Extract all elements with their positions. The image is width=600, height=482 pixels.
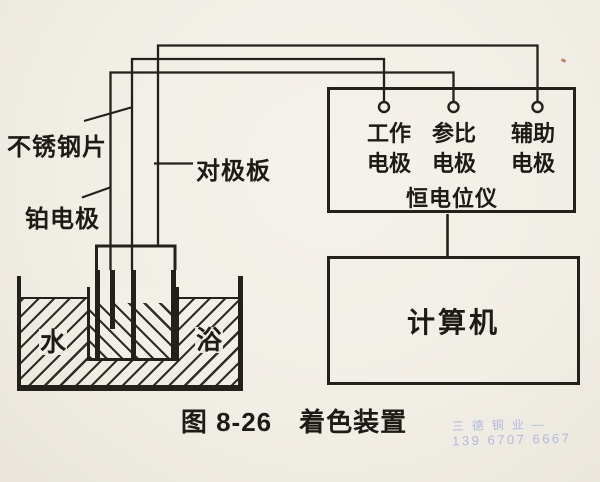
terminal-auxiliary-circle bbox=[531, 100, 544, 114]
tank-left-wall bbox=[16, 276, 21, 390]
tank-bottom bbox=[16, 385, 243, 391]
terminal-reference-line2: 电极 bbox=[431, 151, 477, 176]
terminal-auxiliary-line1: 辅助 bbox=[510, 121, 556, 146]
beaker-bottom bbox=[87, 357, 179, 362]
computer-box: 计算机 bbox=[327, 256, 580, 385]
terminal-working-line1: 工作 bbox=[366, 121, 412, 146]
terminal-label-auxiliary: 辅助 电极 bbox=[511, 119, 555, 179]
wire-auxiliary bbox=[156, 44, 539, 246]
potentiostat-box bbox=[327, 87, 576, 213]
label-platinum-electrode: 铂电极 bbox=[25, 206, 100, 233]
figure-caption: 图 8-26 着色装置 bbox=[180, 407, 408, 437]
tank-right-wall bbox=[237, 276, 243, 390]
counter-plate-left-bar bbox=[95, 269, 100, 359]
terminal-label-working: 工作 电极 bbox=[367, 119, 411, 179]
leader-stainless-steel bbox=[83, 106, 132, 123]
leader-platinum bbox=[81, 186, 111, 199]
terminal-working-line2: 电极 bbox=[366, 151, 412, 176]
watermark: 三德铜业— 139 6707 6667 bbox=[452, 417, 572, 449]
label-bath: 浴 bbox=[195, 325, 224, 355]
counter-plate-bracket bbox=[95, 244, 177, 270]
platinum-electrode-bar bbox=[109, 269, 115, 329]
label-stainless-steel: 不锈钢片 bbox=[7, 134, 107, 161]
stainless-steel-bar bbox=[131, 269, 136, 359]
label-water: 水 bbox=[39, 327, 68, 357]
beaker-left-wall bbox=[87, 286, 90, 361]
watermark-phone: 139 6707 6667 bbox=[451, 430, 572, 449]
terminal-reference-line1: 参比 bbox=[431, 121, 477, 146]
terminal-reference-circle bbox=[447, 100, 460, 114]
wire-working bbox=[130, 57, 386, 270]
computer-label: 计算机 bbox=[406, 306, 500, 338]
terminal-auxiliary-line2: 电极 bbox=[510, 151, 556, 176]
counter-plate-right-bar bbox=[170, 269, 176, 358]
terminal-working-circle bbox=[377, 100, 391, 114]
beaker-right-wall bbox=[176, 286, 179, 361]
terminal-label-reference: 参比 电极 bbox=[432, 119, 476, 179]
potentiostat-name: 恒电位仪 bbox=[405, 186, 499, 211]
label-counter-plate: 对极板 bbox=[196, 158, 271, 185]
